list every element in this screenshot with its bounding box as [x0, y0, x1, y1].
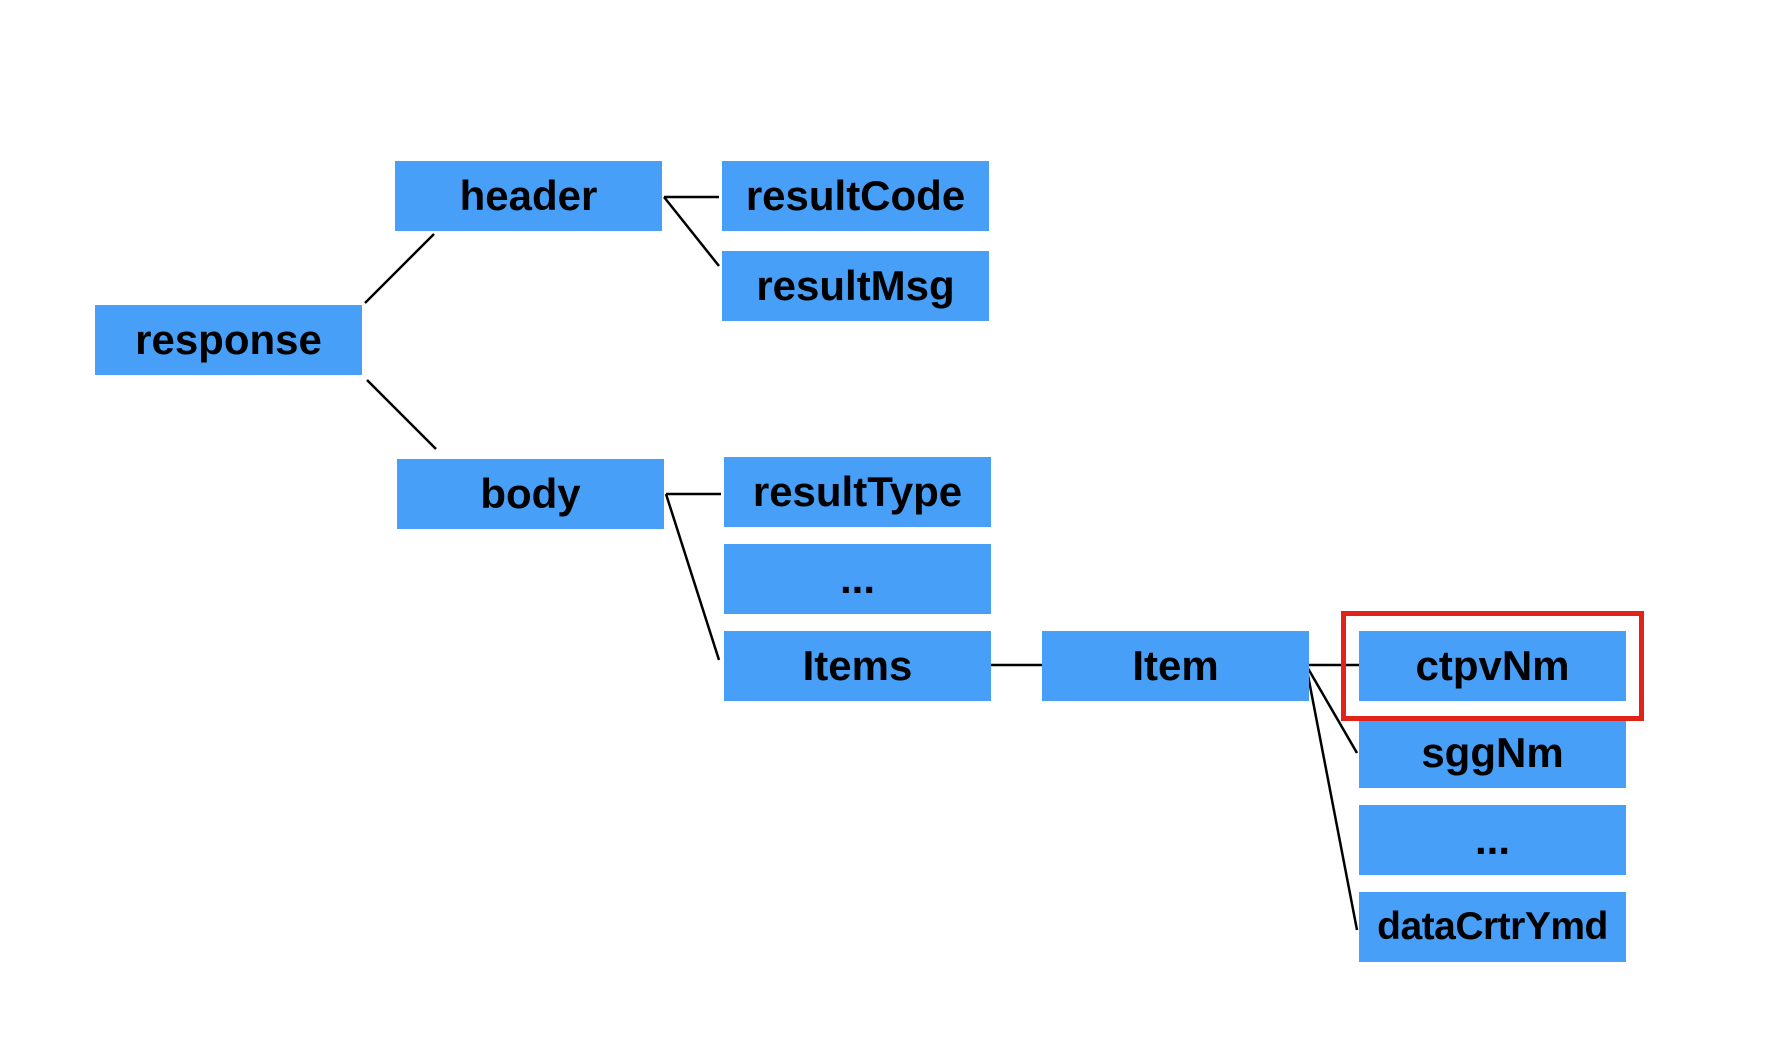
node-sggnm: sggNm: [1359, 718, 1626, 788]
edge-response-body: [366, 379, 437, 450]
node-ctpvnm: ctpvNm: [1359, 631, 1626, 701]
node-items: Items: [724, 631, 991, 701]
node-body-ellipsis: ...: [724, 544, 991, 614]
edge-header-resultmsg: [663, 196, 720, 267]
edge-item-sggnm: [1304, 664, 1359, 754]
edge-body-items: [664, 493, 721, 661]
node-body: body: [397, 459, 664, 529]
edge-item-datacrtrymd: [1304, 664, 1359, 931]
node-datacrtrymd: dataCrtrYmd: [1359, 892, 1626, 962]
edge-response-header: [364, 233, 435, 304]
node-resultmsg: resultMsg: [722, 251, 989, 321]
node-item: Item: [1042, 631, 1309, 701]
node-resulttype: resultType: [724, 457, 991, 527]
node-resultcode: resultCode: [722, 161, 989, 231]
node-item-ellipsis: ...: [1359, 805, 1626, 875]
node-response: response: [95, 305, 362, 375]
node-header: header: [395, 161, 662, 231]
highlight-box-ctpvnm: [1341, 611, 1644, 721]
